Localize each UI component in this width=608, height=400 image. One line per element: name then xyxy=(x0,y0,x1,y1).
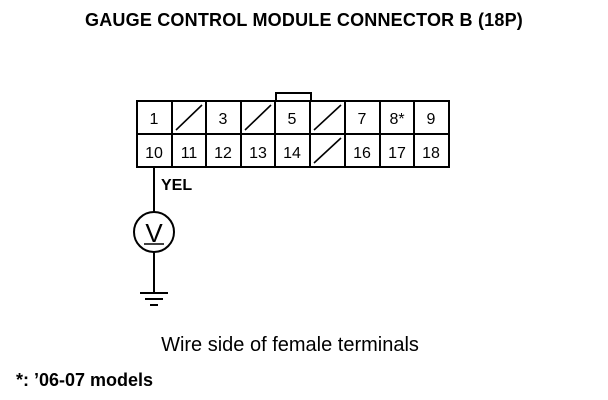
top-row-pins: 1 3 5 7 8* 9 xyxy=(150,111,436,128)
pin-16-label: 16 xyxy=(353,145,371,162)
diagram-caption: Wire side of female terminals xyxy=(161,334,419,356)
pin-1-label: 1 xyxy=(150,111,159,128)
pin-14-label: 14 xyxy=(283,145,301,162)
pin-3-label: 3 xyxy=(219,111,228,128)
empty-cavity-slash xyxy=(175,104,203,131)
pin-17-label: 17 xyxy=(388,145,406,162)
empty-cavity-slash xyxy=(244,104,272,131)
footnote: *: ’06-07 models xyxy=(16,370,154,390)
pin-9-label: 9 xyxy=(427,111,436,128)
wire-color-label: YEL xyxy=(161,177,192,194)
diagram-title: GAUGE CONTROL MODULE CONNECTOR B (18P) xyxy=(85,10,523,30)
pin-8-label: 8* xyxy=(389,111,404,128)
connector-lock-tab xyxy=(275,92,312,102)
voltmeter-symbol: V xyxy=(145,218,163,248)
pin-18-label: 18 xyxy=(422,145,440,162)
pin-7-label: 7 xyxy=(358,111,367,128)
bottom-row-pins: 10 11 12 13 14 16 17 18 xyxy=(145,145,440,162)
ground-icon xyxy=(140,292,168,306)
pin-11-label: 11 xyxy=(181,145,198,162)
empty-cavity-slash xyxy=(313,104,342,131)
pin-5-label: 5 xyxy=(288,111,297,128)
connector-grid xyxy=(136,100,450,168)
pin-12-label: 12 xyxy=(214,145,232,162)
empty-cavity-marks xyxy=(175,104,342,164)
pin-10-label: 10 xyxy=(145,145,163,162)
empty-cavity-slash xyxy=(313,137,342,164)
pin-13-label: 13 xyxy=(249,145,267,162)
